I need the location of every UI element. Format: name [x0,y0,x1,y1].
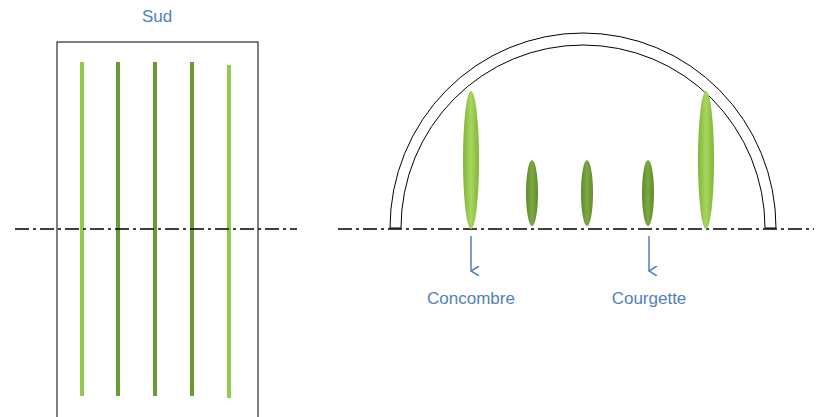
ground-line [338,228,814,229]
section-line [15,228,297,229]
leader-arrow [470,236,472,271]
part-label: Courgette [612,289,687,309]
greenhouse-outer-arc [390,33,776,228]
part-label: Sud [142,7,172,27]
plan-rows [82,62,229,398]
part-label: Concombre [427,289,515,309]
plants [463,91,714,229]
leader-arrow [648,236,650,271]
greenhouse-inner-arc [401,45,765,228]
